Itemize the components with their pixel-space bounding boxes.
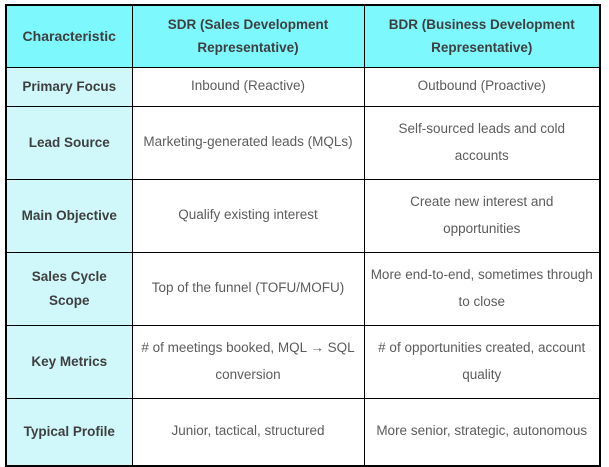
cell-main-objective-bdr: Create new interest and opportunities xyxy=(363,178,601,253)
cell-lead-source-sdr: Marketing-generated leads (MQLs) xyxy=(131,105,365,180)
cell-primary-focus-sdr: Inbound (Reactive) xyxy=(131,66,365,107)
comparison-table-container: Characteristic SDR (Sales Development Re… xyxy=(5,4,601,467)
column-header-characteristic: Characteristic xyxy=(5,4,133,68)
sdr-bdr-comparison-table: Characteristic SDR (Sales Development Re… xyxy=(5,4,601,467)
table-body: Primary Focus Inbound (Reactive) Outboun… xyxy=(5,66,601,466)
column-header-sdr: SDR (Sales Development Representative) xyxy=(131,4,365,68)
table-row: Sales Cycle Scope Top of the funnel (TOF… xyxy=(5,251,601,326)
column-header-bdr: BDR (Business Development Representative… xyxy=(363,4,601,68)
table-header: Characteristic SDR (Sales Development Re… xyxy=(5,4,601,68)
row-label-lead-source: Lead Source xyxy=(5,105,133,180)
cell-key-metrics-bdr: # of opportunities created, account qual… xyxy=(363,324,601,399)
row-label-sales-cycle-scope: Sales Cycle Scope xyxy=(5,251,133,326)
cell-typical-profile-sdr: Junior, tactical, structured xyxy=(131,397,365,466)
table-row: Typical Profile Junior, tactical, struct… xyxy=(5,397,601,466)
cell-main-objective-sdr: Qualify existing interest xyxy=(131,178,365,253)
table-row: Lead Source Marketing-generated leads (M… xyxy=(5,105,601,180)
cell-key-metrics-sdr: # of meetings booked, MQL → SQL conversi… xyxy=(131,324,365,399)
cell-lead-source-bdr: Self-sourced leads and cold accounts xyxy=(363,105,601,180)
row-label-main-objective: Main Objective xyxy=(5,178,133,253)
table-row: Key Metrics # of meetings booked, MQL → … xyxy=(5,324,601,399)
row-label-primary-focus: Primary Focus xyxy=(5,66,133,107)
cell-primary-focus-bdr: Outbound (Proactive) xyxy=(363,66,601,107)
row-label-typical-profile: Typical Profile xyxy=(5,397,133,466)
cell-sales-cycle-scope-bdr: More end-to-end, sometimes through to cl… xyxy=(363,251,601,326)
table-row: Main Objective Qualify existing interest… xyxy=(5,178,601,253)
cell-sales-cycle-scope-sdr: Top of the funnel (TOFU/MOFU) xyxy=(131,251,365,326)
header-row: Characteristic SDR (Sales Development Re… xyxy=(5,4,601,68)
row-label-key-metrics: Key Metrics xyxy=(5,324,133,399)
cell-typical-profile-bdr: More senior, strategic, autonomous xyxy=(363,397,601,466)
table-row: Primary Focus Inbound (Reactive) Outboun… xyxy=(5,66,601,107)
